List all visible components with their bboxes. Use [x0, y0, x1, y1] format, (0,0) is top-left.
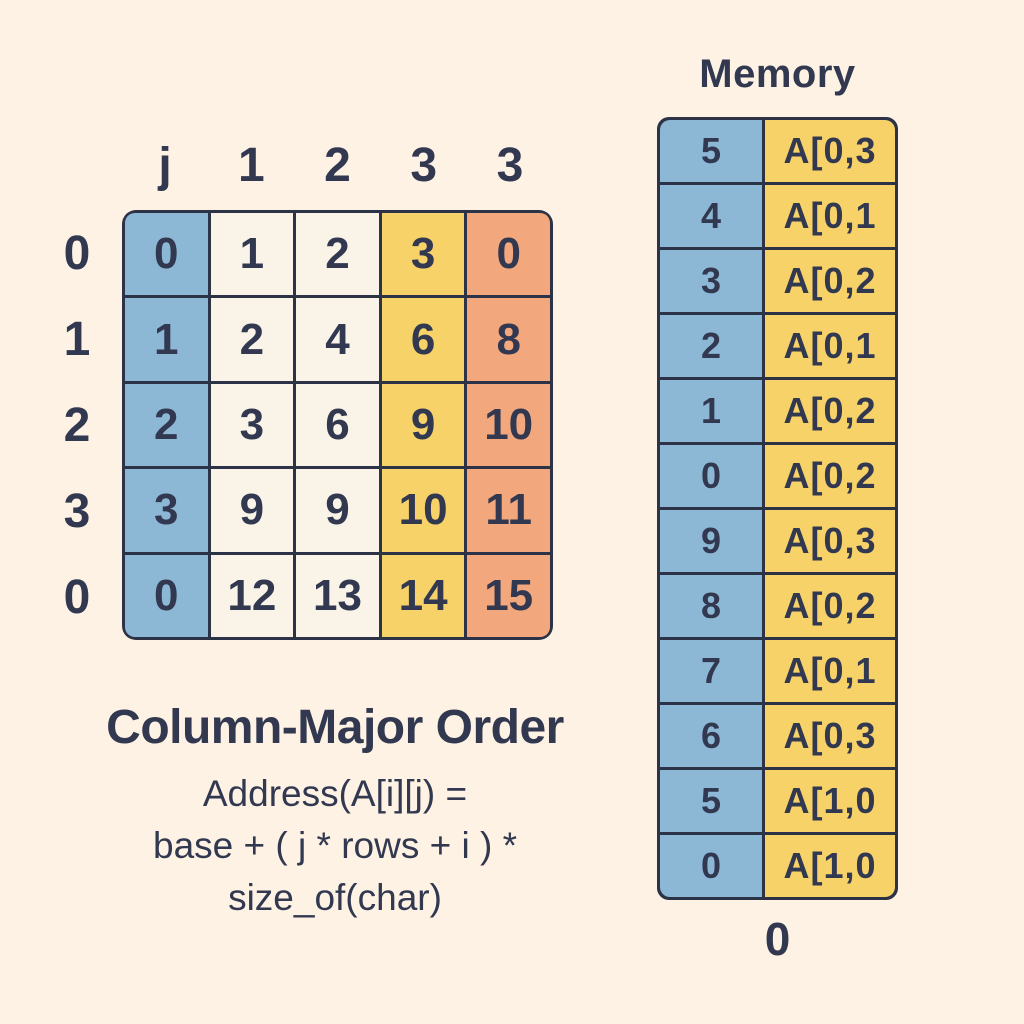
caption-title: Column-Major Order	[106, 701, 564, 754]
matrix-cell: 6	[381, 298, 465, 381]
matrix-col-header-2: 2	[324, 138, 351, 192]
memory-cell-label: A[0,2	[765, 250, 895, 312]
memory-address: 5	[660, 120, 762, 182]
memory-cell-label: A[0,3	[765, 705, 895, 767]
memory-cell-label: A[0,3	[765, 510, 895, 572]
matrix-cell: 2	[125, 383, 208, 467]
matrix-col-header-j: j	[158, 138, 172, 192]
address-formula: Address(A[i][j) = base + ( j * rows + i …	[30, 768, 640, 924]
memory-cell-label: A[1,0	[765, 835, 895, 897]
matrix-cell: 4	[296, 298, 379, 381]
matrix-cell: 0	[467, 213, 550, 296]
memory-cell-label: A[0,3	[765, 120, 895, 182]
matrix-column-headers: j 1 2 3 3	[122, 132, 553, 198]
memory-address: 9	[660, 510, 762, 572]
matrix-cell: 0	[125, 554, 208, 637]
memory-cell-label: A[0,1	[765, 315, 895, 377]
matrix-cell: 8	[467, 298, 550, 381]
matrix-cell: 2	[210, 298, 294, 381]
matrix-cell: 0	[125, 213, 208, 296]
memory-address: 7	[660, 640, 762, 702]
matrix-cell: 10	[467, 383, 550, 467]
memory-table: 5 A[0,3 4 A[0,1 3 A[0,2 2 A[0,1 1 A[0,2 …	[657, 117, 898, 900]
matrix-cell: 13	[296, 554, 379, 637]
matrix-cell: 10	[381, 469, 465, 552]
matrix-cell: 9	[381, 383, 465, 467]
formula-line-2: base + ( j * rows + i ) *	[153, 825, 517, 866]
memory-cell-label: A[0,1	[765, 185, 895, 247]
matrix-cell: 9	[296, 469, 379, 552]
matrix-cell: 15	[467, 554, 550, 637]
memory-cell-label: A[0,2	[765, 380, 895, 442]
memory-title: Memory	[699, 52, 856, 96]
matrix-cell: 1	[125, 298, 208, 381]
matrix-cell: 2	[296, 213, 379, 296]
matrix-cell: 14	[381, 554, 465, 637]
memory-address: 0	[660, 835, 762, 897]
matrix-cell: 12	[210, 554, 294, 637]
matrix-cell: 9	[210, 469, 294, 552]
memory-address: 5	[660, 770, 762, 832]
memory-address: 6	[660, 705, 762, 767]
matrix-cell: 3	[210, 383, 294, 467]
matrix-col-header-4: 3	[496, 138, 524, 192]
matrix-cell: 3	[381, 213, 465, 296]
matrix-grid: 0 1 2 3 0 1 2 4 6 8 2 3 6 9 10 3 9 9 10 …	[122, 210, 553, 640]
memory-cell-label: A[0,1	[765, 640, 895, 702]
matrix-row-label-2: 2	[63, 398, 91, 452]
memory-cell-label: A[0,2	[765, 445, 895, 507]
matrix-col-header-3: 3	[410, 138, 438, 192]
memory-footer-label: 0	[764, 913, 791, 965]
matrix-cell: 1	[210, 213, 294, 296]
memory-address: 1	[660, 380, 762, 442]
memory-address: 4	[660, 185, 762, 247]
formula-line-3: size_of(char)	[228, 877, 442, 918]
formula-line-1: Address(A[i][j) =	[202, 773, 468, 814]
memory-address: 2	[660, 315, 762, 377]
matrix-cell: 6	[296, 383, 379, 467]
matrix-row-label-3: 3	[63, 484, 91, 538]
matrix-col-header-1: 1	[237, 138, 265, 192]
matrix-cell: 3	[125, 469, 208, 552]
matrix-row-label-0: 0	[63, 226, 91, 280]
memory-address: 0	[660, 445, 762, 507]
memory-cell-label: A[0,2	[765, 575, 895, 637]
matrix-cell: 11	[467, 469, 550, 552]
memory-address: 8	[660, 575, 762, 637]
matrix-row-labels: 0 1 2 3 0	[44, 210, 110, 640]
memory-address: 3	[660, 250, 762, 312]
matrix-row-label-1: 1	[63, 312, 91, 366]
memory-cell-label: A[1,0	[765, 770, 895, 832]
matrix-row-label-4: 0	[63, 570, 91, 624]
